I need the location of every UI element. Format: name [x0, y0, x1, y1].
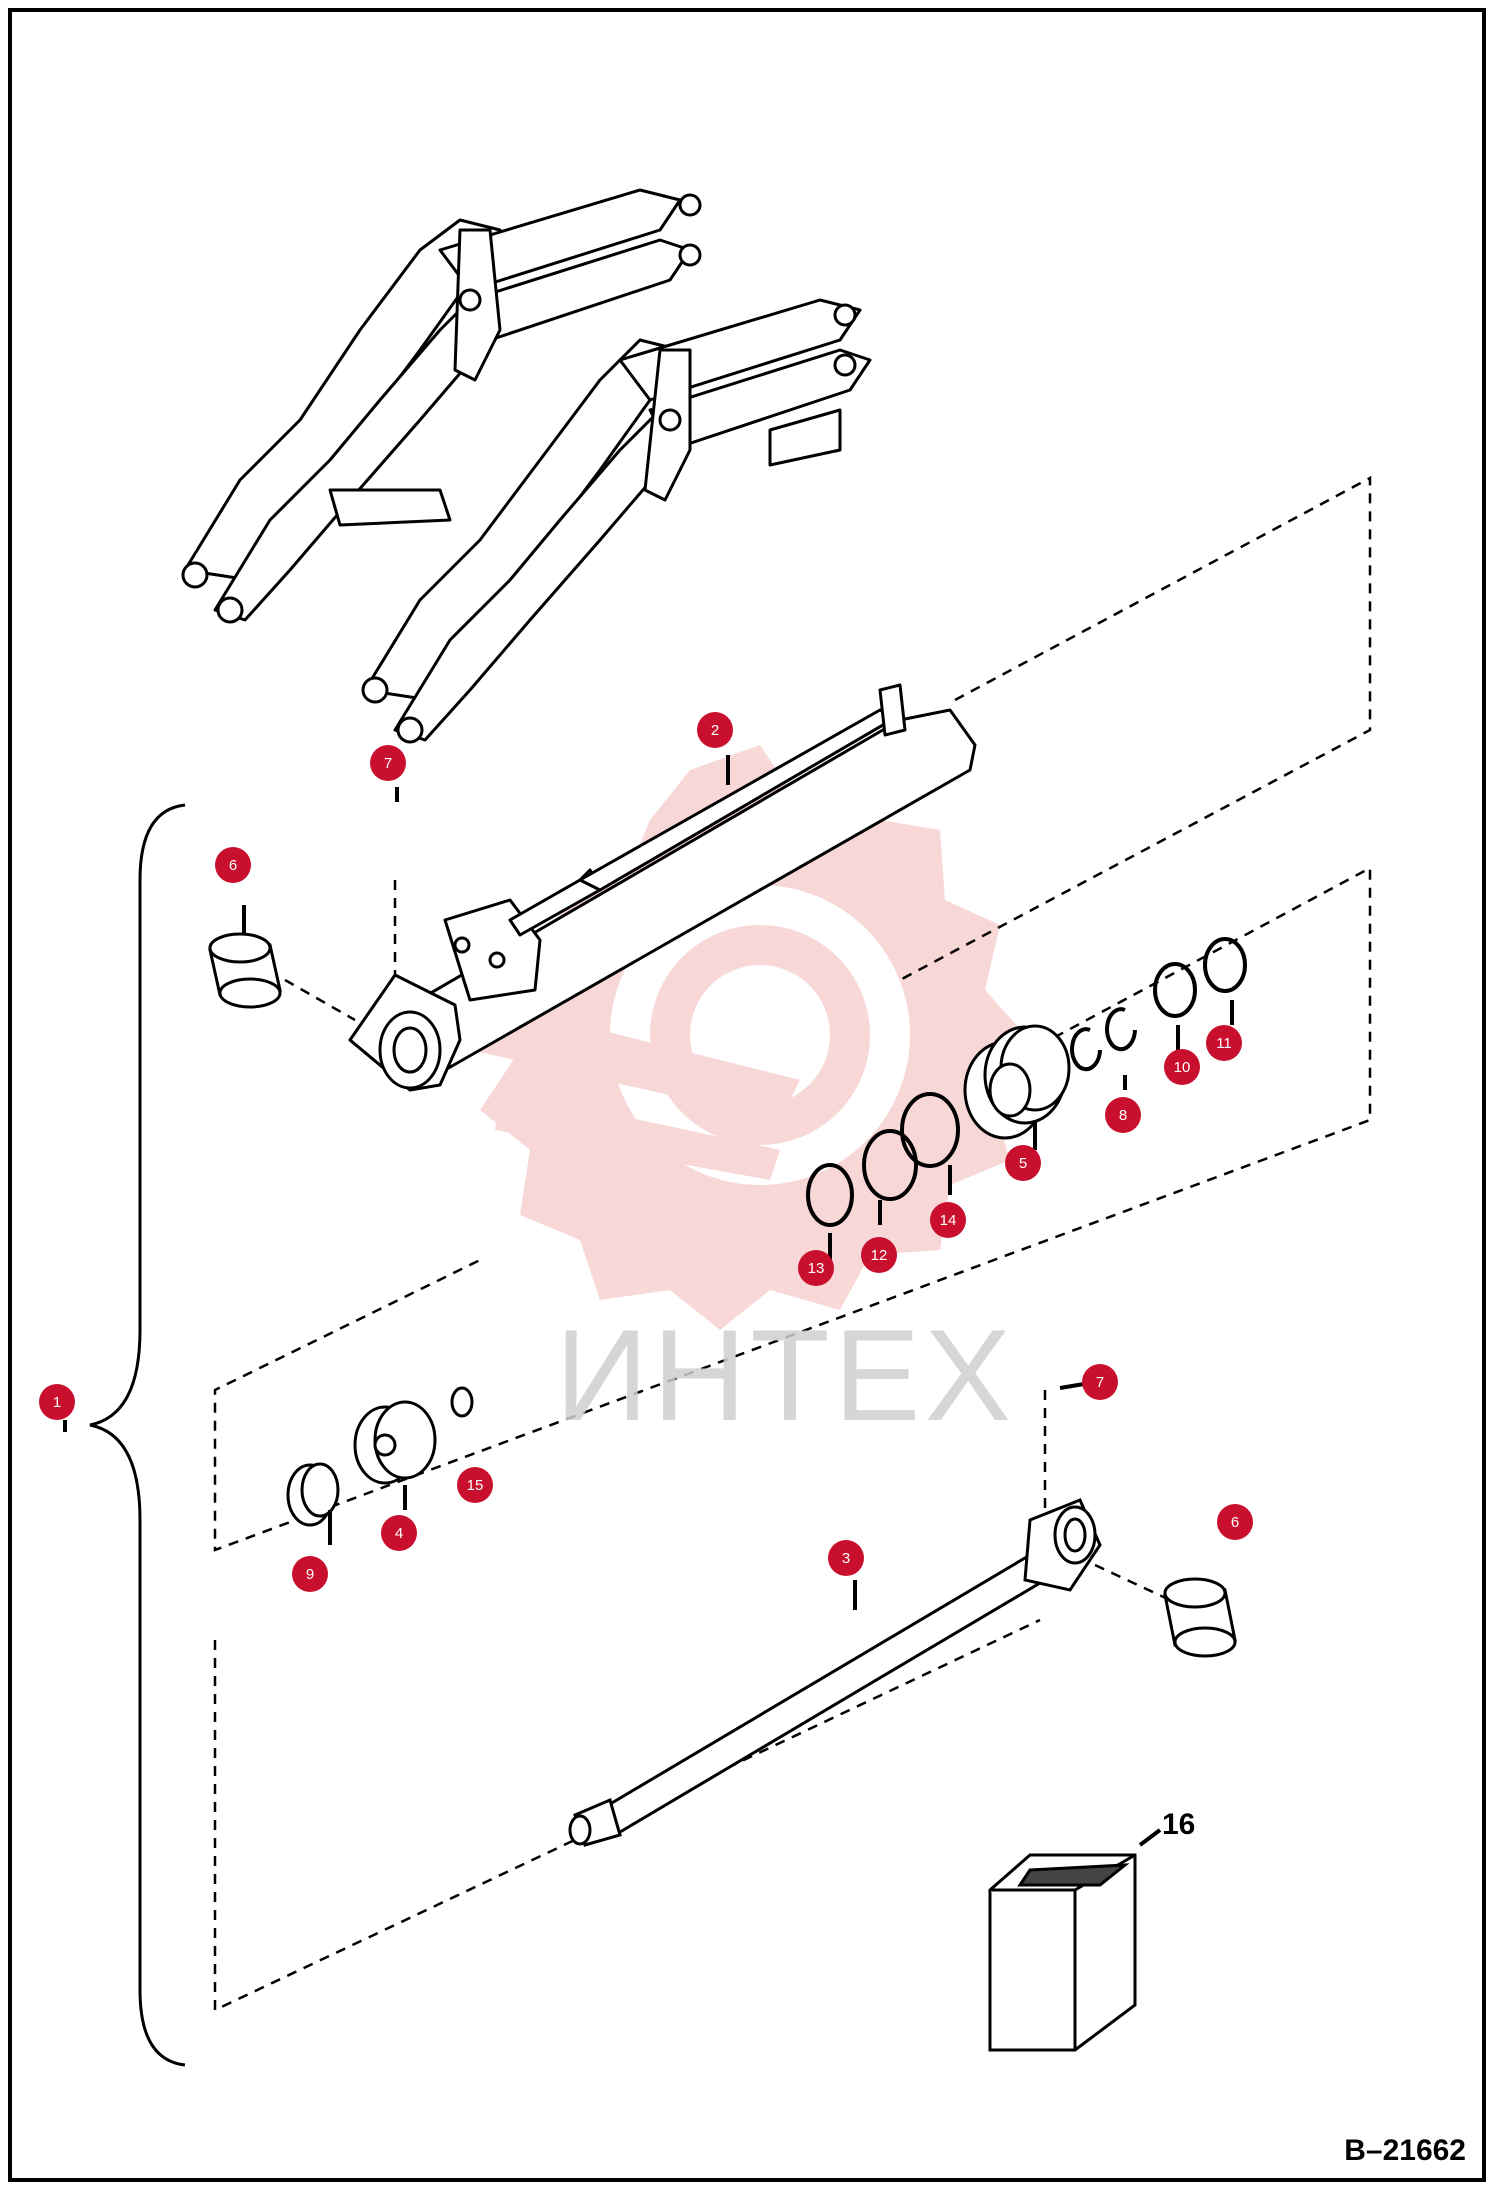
- callout-label: 11: [1216, 1035, 1232, 1052]
- callout-label: 5: [1019, 1155, 1027, 1172]
- callout-label: 1: [53, 1394, 61, 1411]
- drawing-frame: [8, 8, 1486, 2182]
- callout-label: 2: [711, 722, 719, 739]
- seal-rings: [806, 1092, 960, 1227]
- bushing-right: [1163, 1577, 1237, 1658]
- callout-7a[interactable]: 7: [370, 745, 406, 781]
- watermark-text: ИНТЕХ: [555, 1302, 1016, 1448]
- callout-label: 6: [229, 857, 237, 874]
- piston-rod: [568, 1498, 1102, 1847]
- drawing-number: B–21662: [1344, 2134, 1466, 2167]
- callout-4[interactable]: 4: [381, 1515, 417, 1551]
- callout-2[interactable]: 2: [697, 712, 733, 748]
- callout-label: 6: [1231, 1514, 1239, 1531]
- callout-label: 7: [1096, 1374, 1104, 1391]
- callout-1[interactable]: 1: [39, 1384, 75, 1420]
- cylinder-barrel: [348, 683, 977, 1092]
- callout-label: 10: [1174, 1059, 1191, 1076]
- callout-5[interactable]: 5: [1005, 1145, 1041, 1181]
- callout-10[interactable]: 10: [1164, 1049, 1200, 1085]
- callout-11[interactable]: 11: [1206, 1025, 1242, 1061]
- bushing-left: [208, 932, 282, 1009]
- callout-8[interactable]: 8: [1105, 1097, 1141, 1133]
- assembly-brace: [89, 803, 186, 2067]
- callout-label: 12: [871, 1247, 888, 1264]
- callout-9[interactable]: 9: [292, 1556, 328, 1592]
- callout-label: 15: [467, 1477, 484, 1494]
- seal-kit-box: [988, 1828, 1162, 2052]
- callout-label: 13: [808, 1260, 825, 1277]
- callout-15[interactable]: 15: [457, 1467, 493, 1503]
- callout-leaders: [63, 755, 1234, 1610]
- callout-7b[interactable]: 7: [1082, 1364, 1118, 1400]
- loader-arm-assembly: [181, 188, 872, 744]
- callout-label: 3: [842, 1550, 850, 1567]
- callout-label: 8: [1119, 1107, 1127, 1124]
- callout-3[interactable]: 3: [828, 1540, 864, 1576]
- piston-parts: [286, 1386, 474, 1527]
- callouts: 1 2 3 4 5 6 6 7 7 8 9 10 11 12 13 14 15: [39, 712, 1253, 1592]
- part-16-label: 16: [1162, 1808, 1196, 1841]
- callout-13[interactable]: 13: [798, 1250, 834, 1286]
- callout-6b[interactable]: 6: [1217, 1504, 1253, 1540]
- callout-14[interactable]: 14: [930, 1202, 966, 1238]
- callout-12[interactable]: 12: [861, 1237, 897, 1273]
- callout-label: 4: [395, 1525, 403, 1542]
- cylinder-head: [963, 1024, 1071, 1140]
- callout-label: 14: [940, 1212, 957, 1229]
- callout-label: 7: [384, 755, 392, 772]
- callout-6a[interactable]: 6: [215, 847, 251, 883]
- small-rings: [1070, 937, 1247, 1072]
- callout-label: 9: [306, 1566, 314, 1583]
